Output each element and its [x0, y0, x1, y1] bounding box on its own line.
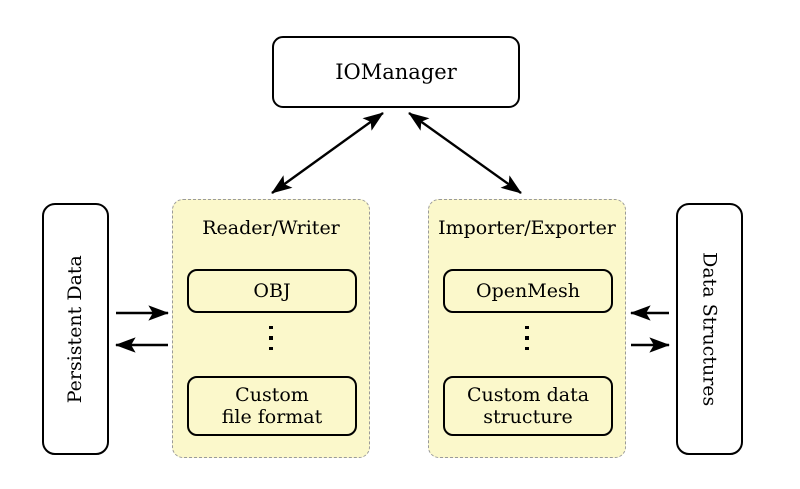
node-obj-label: OBJ [253, 279, 291, 302]
group-importer-exporter-title: Importer/Exporter [438, 217, 616, 239]
iomanager-label: IOManager [335, 59, 457, 84]
node-custom-data-structure-line1: Custom data [466, 383, 590, 406]
ellipsis-reader-writer [173, 326, 369, 351]
node-openmesh[interactable]: OpenMesh [443, 269, 613, 313]
data-structures-label: Data Structures [698, 251, 721, 407]
data-structures-node[interactable]: Data Structures [676, 203, 743, 455]
group-reader-writer-title: Reader/Writer [202, 217, 340, 239]
node-custom-file-format-line2: file format [221, 406, 323, 428]
group-importer-exporter[interactable]: Importer/Exporter OpenMesh Custom data s… [428, 199, 626, 458]
node-openmesh-label: OpenMesh [476, 279, 580, 302]
persistent-data-label: Persistent Data [64, 254, 87, 404]
connector-manager-readerwriter [271, 112, 384, 194]
node-custom-data-structure[interactable]: Custom data structure [443, 376, 613, 436]
node-custom-file-format-line1: Custom [235, 383, 309, 406]
node-custom-file-format[interactable]: Custom file format [187, 376, 357, 436]
node-obj[interactable]: OBJ [187, 269, 357, 313]
connector-manager-importerexporter [408, 112, 522, 194]
iomanager-node[interactable]: IOManager [272, 36, 520, 108]
ellipsis-importer-exporter [429, 326, 625, 351]
group-reader-writer[interactable]: Reader/Writer OBJ Custom file format [172, 199, 370, 458]
persistent-data-node[interactable]: Persistent Data [42, 203, 109, 455]
node-custom-data-structure-line2: structure [483, 406, 573, 428]
